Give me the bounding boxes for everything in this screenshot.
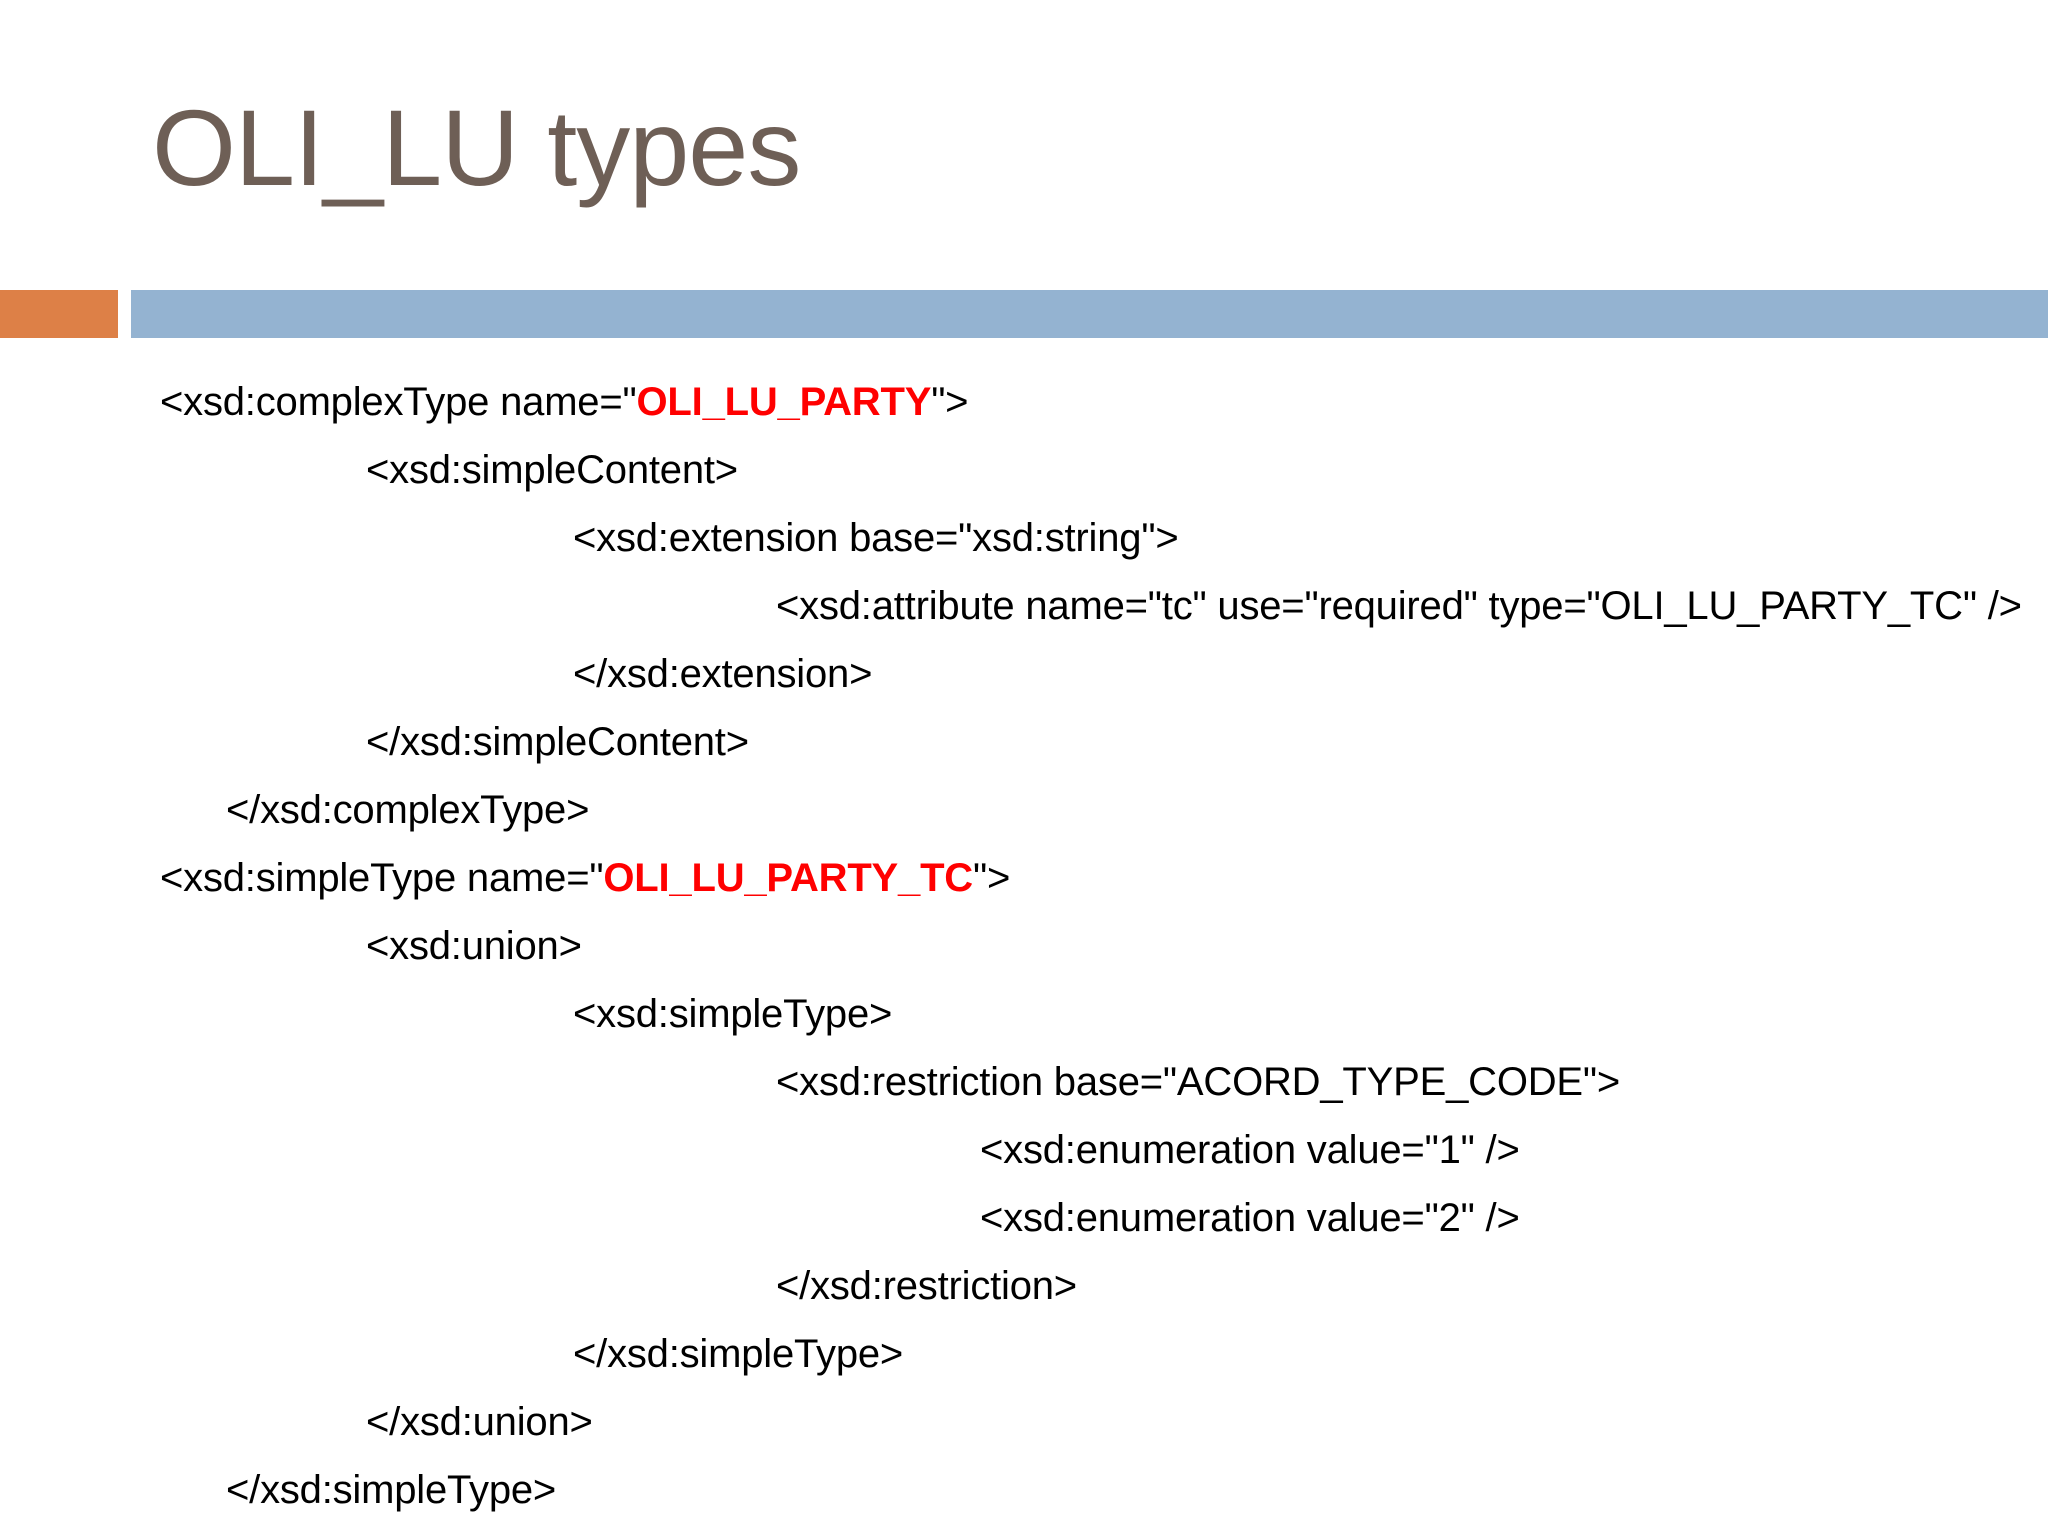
code-text: <xsd:complexType name=": [160, 380, 637, 424]
code-text: </xsd:simpleContent>: [366, 720, 749, 764]
code-line: <xsd:restriction base="ACORD_TYPE_CODE">: [0, 1048, 2048, 1116]
code-text: </xsd:complexType>: [226, 788, 590, 832]
code-line: <xsd:simpleType name="OLI_LU_PARTY_TC">: [0, 844, 2048, 912]
code-block: <xsd:complexType name="OLI_LU_PARTY"><xs…: [0, 368, 2048, 1524]
header-rule-bar: [131, 290, 2048, 338]
code-line: </xsd:union>: [0, 1388, 2048, 1456]
code-text: </xsd:extension>: [573, 652, 873, 696]
page-title: OLI_LU types: [152, 87, 801, 208]
code-text: <xsd:attribute name="tc" use="required" …: [776, 584, 2022, 628]
code-text: </xsd:union>: [366, 1400, 593, 1444]
code-text: <xsd:enumeration value="2" />: [980, 1196, 1520, 1240]
code-text: </xsd:restriction>: [776, 1264, 1077, 1308]
code-text: <xsd:enumeration value="1" />: [980, 1128, 1520, 1172]
code-line: <xsd:simpleType>: [0, 980, 2048, 1048]
code-text: <xsd:restriction base="ACORD_TYPE_CODE">: [776, 1060, 1621, 1104]
code-line: </xsd:restriction>: [0, 1252, 2048, 1320]
code-text: <xsd:union>: [366, 924, 582, 968]
code-text: <xsd:simpleContent>: [366, 448, 738, 492]
code-text: ">: [973, 856, 1011, 900]
code-text: </xsd:simpleType>: [573, 1332, 904, 1376]
code-type-name: OLI_LU_PARTY: [636, 380, 932, 424]
code-line: <xsd:union>: [0, 912, 2048, 980]
title-area: OLI_LU types: [0, 0, 2048, 268]
code-line: </xsd:simpleType>: [0, 1456, 2048, 1524]
code-line: </xsd:simpleContent>: [0, 708, 2048, 776]
code-text: </xsd:simpleType>: [226, 1468, 557, 1512]
code-text: <xsd:simpleType name=": [160, 856, 604, 900]
code-text: <xsd:extension base="xsd:string">: [573, 516, 1179, 560]
code-line: </xsd:complexType>: [0, 776, 2048, 844]
code-line: <xsd:complexType name="OLI_LU_PARTY">: [0, 368, 2048, 436]
code-text: <xsd:simpleType>: [573, 992, 893, 1036]
code-line: </xsd:simpleType>: [0, 1320, 2048, 1388]
accent-bar: [0, 290, 118, 338]
code-line: <xsd:simpleContent>: [0, 436, 2048, 504]
code-text: ">: [931, 380, 969, 424]
divider-bar-row: [0, 290, 2048, 338]
code-line: <xsd:enumeration value="1" />: [0, 1116, 2048, 1184]
code-type-name: OLI_LU_PARTY_TC: [603, 856, 973, 900]
code-line: <xsd:extension base="xsd:string">: [0, 504, 2048, 572]
code-line: <xsd:attribute name="tc" use="required" …: [0, 572, 2048, 640]
code-line: <xsd:enumeration value="2" />: [0, 1184, 2048, 1252]
code-line: </xsd:extension>: [0, 640, 2048, 708]
